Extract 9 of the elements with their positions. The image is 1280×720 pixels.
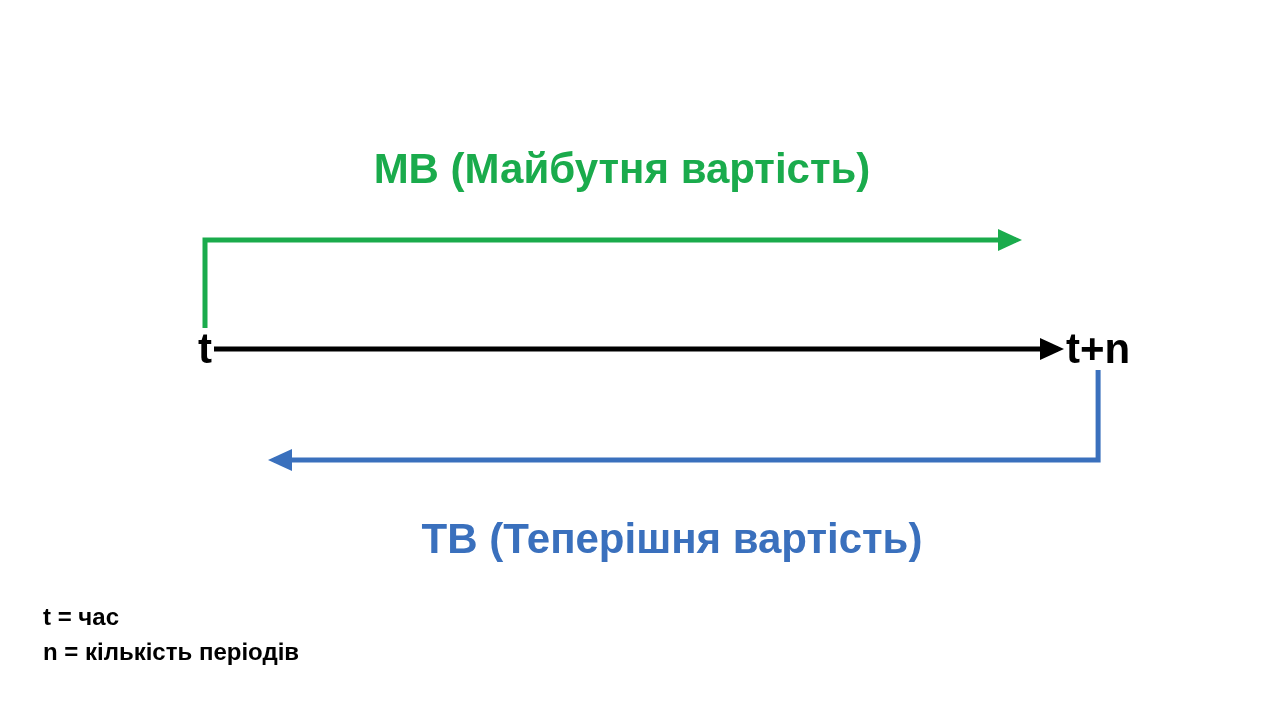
arrow bbox=[268, 370, 1101, 471]
arrow bbox=[202, 229, 1022, 328]
arrow bbox=[214, 338, 1064, 360]
edge-label: МВ (Майбутня вартість) bbox=[373, 145, 871, 193]
note-text: t = час bbox=[43, 602, 119, 632]
note-text: n = кількість періодів bbox=[43, 637, 300, 667]
edge-label: ТВ (Теперішня вартість) bbox=[421, 515, 923, 563]
time-point-label: t+n bbox=[1064, 328, 1133, 370]
time-point-label: t bbox=[196, 328, 214, 370]
